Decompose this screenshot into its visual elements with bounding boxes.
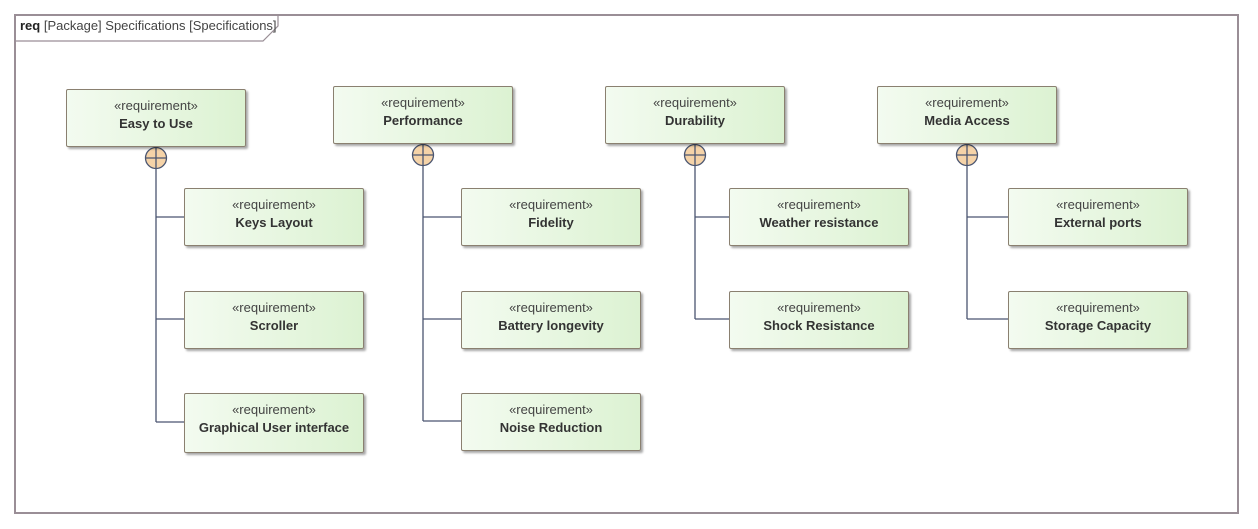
requirement-name: Media Access (924, 113, 1010, 128)
requirement-name: Noise Reduction (499, 420, 603, 435)
requirement-name: Durability (665, 113, 725, 128)
requirement-name: Scroller (249, 318, 299, 333)
requirement-fidelity[interactable]: «requirement» Fidelity (461, 188, 641, 246)
requirement-name: Weather resistance (759, 215, 879, 230)
stereotype-label: «requirement» (777, 197, 861, 212)
requirement-name: Shock Resistance (763, 318, 875, 333)
stereotype-label: «requirement» (232, 402, 316, 417)
requirement-storage-capacity[interactable]: «requirement» Storage Capacity (1008, 291, 1188, 349)
requirement-name: Fidelity (528, 215, 574, 230)
containment-icon (411, 143, 435, 167)
stereotype-label: «requirement» (509, 300, 593, 315)
requirement-name: Battery longevity (498, 318, 604, 333)
requirement-name: Easy to Use (119, 116, 193, 131)
requirement-name: Graphical User interface (198, 420, 350, 435)
stereotype-label: «requirement» (381, 95, 465, 110)
requirement-easy-to-use[interactable]: «requirement» Easy to Use (66, 89, 246, 147)
frame-keyword: req (20, 18, 41, 33)
requirement-name: External ports (1054, 215, 1142, 230)
requirement-weather-resistance[interactable]: «requirement» Weather resistance (729, 188, 909, 246)
requirement-battery-longevity[interactable]: «requirement» Battery longevity (461, 291, 641, 349)
stereotype-label: «requirement» (777, 300, 861, 315)
frame-title: req [Package] Specifications [Specificat… (20, 18, 277, 33)
requirement-keys-layout[interactable]: «requirement» Keys Layout (184, 188, 364, 246)
requirement-durability[interactable]: «requirement» Durability (605, 86, 785, 144)
requirement-name: Keys Layout (235, 215, 313, 230)
requirement-graphical-user-interface[interactable]: «requirement» Graphical User interface (184, 393, 364, 453)
requirement-name: Performance (383, 113, 463, 128)
containment-icon (683, 143, 707, 167)
stereotype-label: «requirement» (653, 95, 737, 110)
frame-tab (15, 15, 279, 42)
requirement-shock-resistance[interactable]: «requirement» Shock Resistance (729, 291, 909, 349)
requirement-noise-reduction[interactable]: «requirement» Noise Reduction (461, 393, 641, 451)
containment-icon (144, 146, 168, 170)
stereotype-label: «requirement» (114, 98, 198, 113)
stereotype-label: «requirement» (509, 402, 593, 417)
requirement-scroller[interactable]: «requirement» Scroller (184, 291, 364, 349)
requirement-name: Storage Capacity (1044, 318, 1152, 333)
requirement-performance[interactable]: «requirement» Performance (333, 86, 513, 144)
stereotype-label: «requirement» (925, 95, 1009, 110)
stereotype-label: «requirement» (1056, 197, 1140, 212)
containment-icon (955, 143, 979, 167)
stereotype-label: «requirement» (232, 300, 316, 315)
frame-title-text: [Package] Specifications [Specifications… (43, 18, 277, 33)
stereotype-label: «requirement» (509, 197, 593, 212)
requirement-media-access[interactable]: «requirement» Media Access (877, 86, 1057, 144)
requirement-external-ports[interactable]: «requirement» External ports (1008, 188, 1188, 246)
stereotype-label: «requirement» (232, 197, 316, 212)
stereotype-label: «requirement» (1056, 300, 1140, 315)
